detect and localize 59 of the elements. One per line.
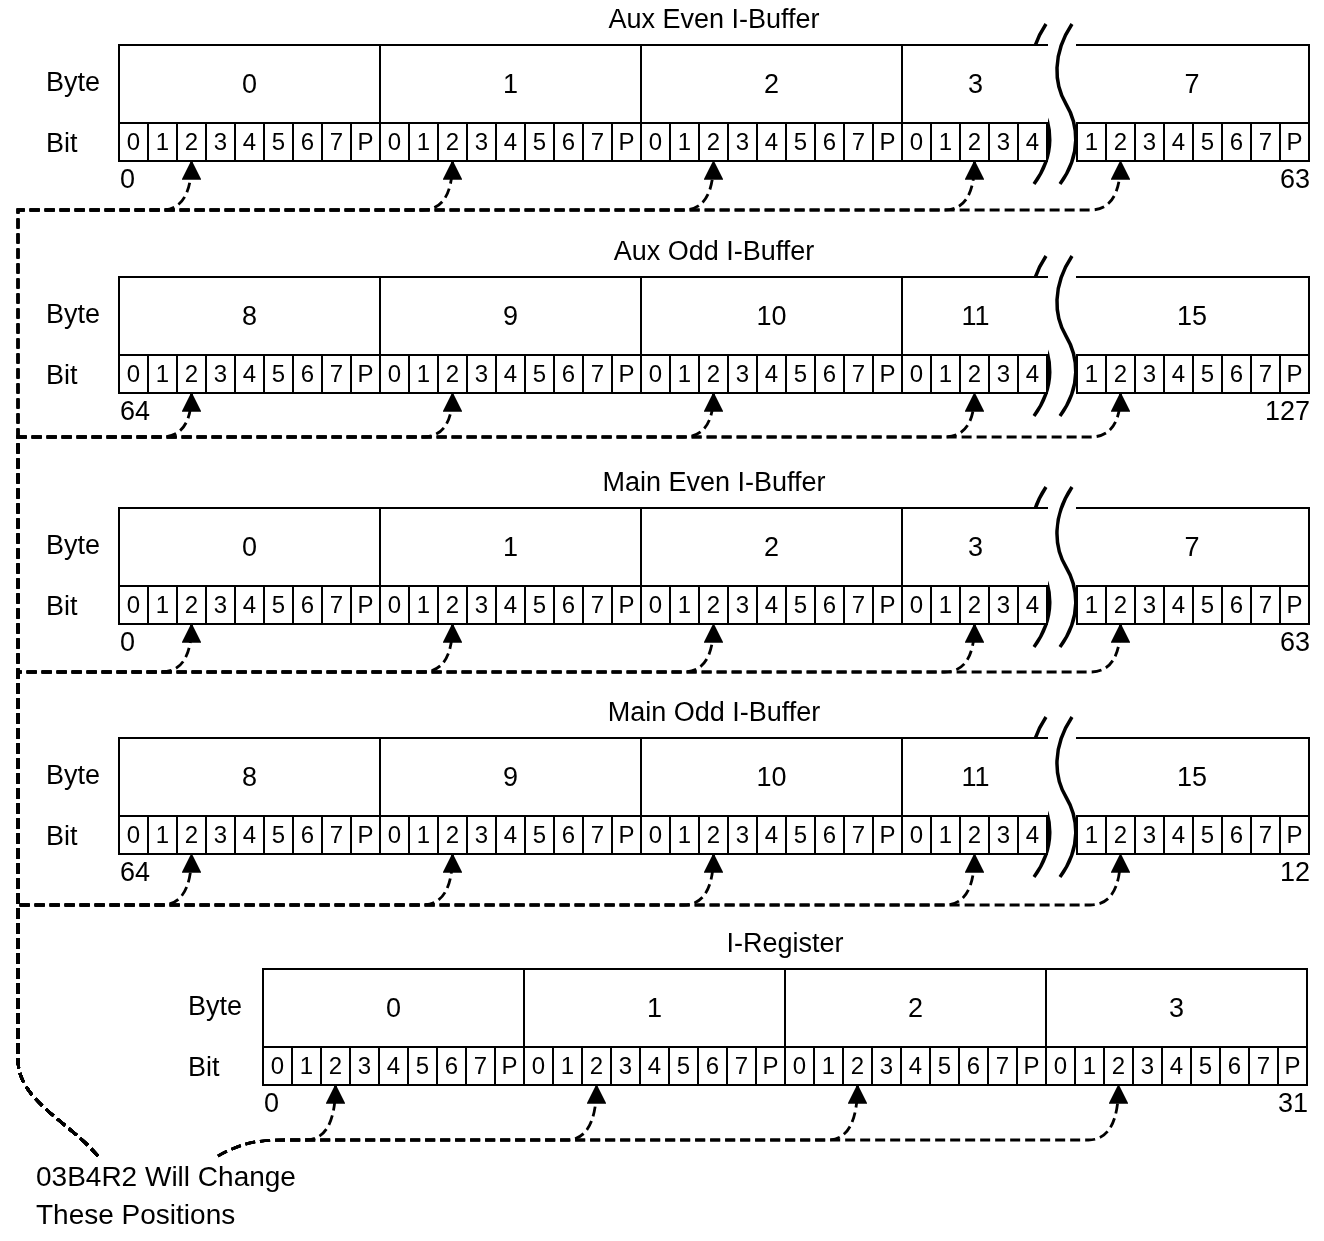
byte-cell: 3 xyxy=(901,507,1048,587)
byte-cell: 3 xyxy=(1045,968,1308,1048)
row-label: Bit xyxy=(46,128,78,159)
bit-index: 127 xyxy=(1264,396,1310,427)
bit-cell: 0 xyxy=(262,1046,293,1086)
note-text: 03B4R2 Will Change These Positions xyxy=(36,1160,297,1232)
bit-index: 12 xyxy=(1279,857,1310,888)
byte-cell: 7 xyxy=(1076,44,1310,124)
bit-cell: P xyxy=(1279,815,1310,855)
bit-cell: 4 xyxy=(1017,585,1048,625)
bit-index: 0 xyxy=(264,1088,280,1119)
bit-index: 64 xyxy=(120,396,151,427)
row-label: Byte xyxy=(188,991,243,1022)
bit-index: 64 xyxy=(120,857,151,888)
leader-line xyxy=(217,1084,1128,1158)
bit-cell: P xyxy=(1279,354,1310,394)
bit-cell: 0 xyxy=(118,815,149,855)
bit-index: 0 xyxy=(120,627,136,658)
bit-cell: 1 xyxy=(1076,815,1107,855)
byte-cell: 0 xyxy=(262,968,525,1048)
row-label: Byte xyxy=(46,760,101,791)
bit-cell: P xyxy=(1279,122,1310,162)
row-label: Byte xyxy=(46,67,101,98)
register-title: Aux Even I-Buffer xyxy=(607,4,821,35)
bit-cell: P xyxy=(1277,1046,1308,1086)
byte-cell: 7 xyxy=(1076,507,1310,587)
row-label: Bit xyxy=(46,821,78,852)
register-title: I-Register xyxy=(725,928,845,959)
bit-cell: 4 xyxy=(1017,815,1048,855)
bit-cell: 0 xyxy=(118,122,149,162)
byte-cell: 15 xyxy=(1076,737,1310,817)
byte-cell: 3 xyxy=(901,44,1048,124)
bit-cell: 0 xyxy=(118,354,149,394)
register-title: Main Odd I-Buffer xyxy=(606,697,822,728)
bit-index: 63 xyxy=(1279,164,1310,195)
bit-cell: 1 xyxy=(1076,354,1107,394)
bit-cell: 1 xyxy=(1076,122,1107,162)
byte-cell: 11 xyxy=(901,276,1048,356)
bit-cell: 4 xyxy=(1017,354,1048,394)
bit-index: 63 xyxy=(1279,627,1310,658)
byte-cell: 0 xyxy=(118,507,381,587)
bit-cell: 0 xyxy=(118,585,149,625)
row-label: Byte xyxy=(46,530,101,561)
register-title: Aux Odd I-Buffer xyxy=(612,236,816,267)
bit-cell: 4 xyxy=(1017,122,1048,162)
byte-cell: 0 xyxy=(118,44,381,124)
byte-cell: 8 xyxy=(118,276,381,356)
bit-cell: P xyxy=(1279,585,1310,625)
row-label: Bit xyxy=(188,1052,220,1083)
row-label: Bit xyxy=(46,360,78,391)
register-title: Main Even I-Buffer xyxy=(601,467,827,498)
byte-cell: 15 xyxy=(1076,276,1310,356)
bit-index: 31 xyxy=(1277,1088,1308,1119)
row-label: Bit xyxy=(46,591,78,622)
bit-cell: 1 xyxy=(1076,585,1107,625)
row-label: Byte xyxy=(46,299,101,330)
byte-cell: 8 xyxy=(118,737,381,817)
bit-index: 0 xyxy=(120,164,136,195)
byte-cell: 11 xyxy=(901,737,1048,817)
